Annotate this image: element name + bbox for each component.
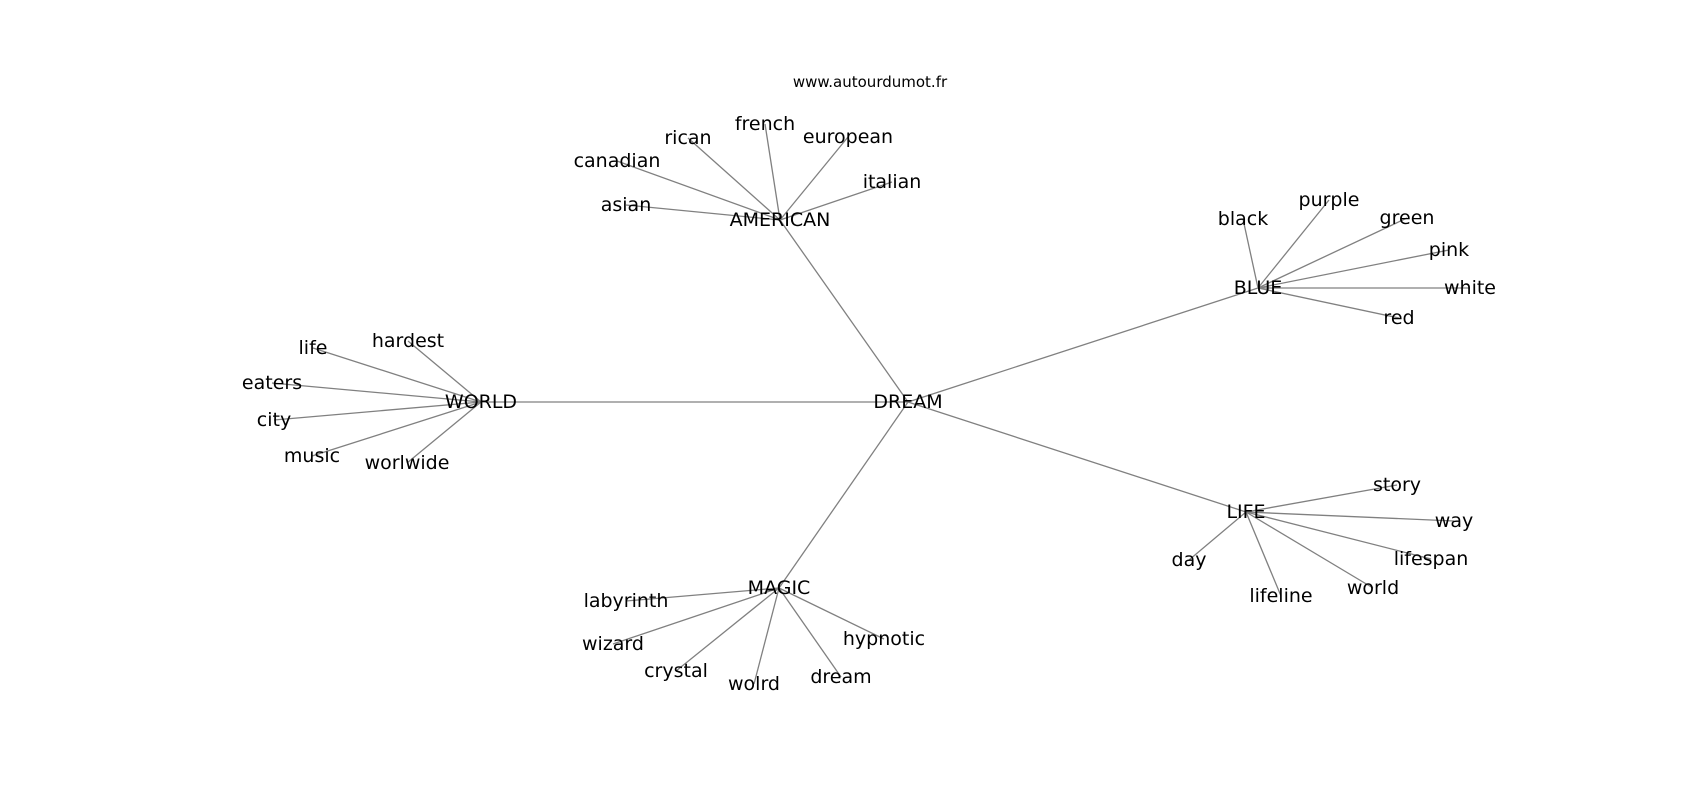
edge-life-day: [1188, 511, 1247, 561]
leaf-node-canadian: canadian: [574, 150, 661, 172]
edge-magic-wolrd: [753, 587, 780, 685]
leaf-node-asian: asian: [601, 194, 652, 216]
hub-node-world: WORLD: [445, 391, 517, 413]
graph-labels: www.autourdumot.fr AMERICAN asian canadian…: [242, 73, 1496, 695]
edge-blue-purple: [1257, 199, 1330, 289]
leaf-node-labyrinth: labyrinth: [584, 590, 669, 612]
leaf-node-french: french: [735, 113, 795, 135]
leaf-node-day: day: [1172, 549, 1207, 571]
edge-dream-magic: [778, 401, 909, 589]
graph-edges: [271, 123, 1470, 685]
leaf-node-european: european: [803, 126, 893, 148]
leaf-node-lifespan: lifespan: [1394, 548, 1469, 570]
leaf-node-red: red: [1383, 307, 1414, 329]
edge-world-worlwide: [406, 401, 482, 464]
edge-life-way: [1245, 511, 1455, 522]
leaf-node-crystal: crystal: [644, 660, 708, 682]
leaf-node-green: green: [1380, 207, 1435, 229]
leaf-node-lifeline: lifeline: [1249, 585, 1312, 607]
edge-magic-wizard: [612, 587, 780, 645]
edge-magic-hypnotic: [778, 587, 885, 640]
hub-node-blue: BLUE: [1234, 277, 1283, 299]
edge-blue-green: [1257, 217, 1408, 289]
edge-dream-blue: [907, 287, 1259, 403]
edge-world-eaters: [271, 382, 482, 403]
hub-node-magic: MAGIC: [748, 577, 811, 599]
edge-blue-black: [1242, 218, 1259, 289]
edge-blue-red: [1257, 287, 1400, 319]
leaf-node-hardest: hardest: [372, 330, 444, 352]
edge-life-lifespan: [1245, 511, 1432, 560]
leaf-node-eaters: eaters: [242, 372, 302, 394]
edge-american-asian: [625, 204, 781, 221]
leaf-node-wolrd: wolrd: [728, 673, 780, 695]
leaf-node-wizard: wizard: [582, 633, 644, 655]
watermark-label: www.autourdumot.fr: [793, 73, 948, 91]
leaf-node-rican: rican: [664, 127, 711, 149]
edge-american-rican: [687, 137, 781, 221]
leaf-node-pink: pink: [1429, 239, 1469, 261]
edge-magic-dream: [778, 587, 842, 678]
edge-american-european: [779, 136, 849, 221]
edge-world-hardest: [407, 340, 482, 403]
edge-life-story: [1245, 484, 1398, 513]
edge-world-city: [273, 401, 482, 421]
leaf-node-worlwide: worlwide: [365, 452, 450, 474]
leaf-node-story: story: [1373, 474, 1421, 496]
edge-dream-american: [779, 219, 909, 403]
center-node: DREAM: [873, 391, 942, 413]
leaf-node-world: world: [1347, 577, 1399, 599]
edge-world-music: [311, 401, 482, 457]
edge-life-world: [1245, 511, 1374, 589]
edge-american-canadian: [616, 160, 781, 221]
leaf-node-dream: dream: [810, 666, 871, 688]
leaf-node-music: music: [284, 445, 340, 467]
leaf-node-black: black: [1218, 208, 1268, 230]
edge-blue-pink: [1257, 249, 1450, 289]
hub-node-life: LIFE: [1226, 501, 1265, 523]
leaf-node-purple: purple: [1299, 189, 1360, 211]
edge-american-french: [764, 123, 781, 221]
leaf-node-way: way: [1435, 510, 1473, 532]
leaf-node-italian: italian: [863, 171, 922, 193]
edge-dream-life: [907, 401, 1247, 513]
edge-american-italian: [779, 181, 893, 221]
edge-magic-crystal: [675, 587, 780, 672]
leaf-node-white: white: [1444, 277, 1496, 299]
leaf-node-life: life: [299, 337, 328, 359]
edge-life-lifeline: [1245, 511, 1282, 597]
leaf-node-city: city: [257, 409, 291, 431]
leaf-node-hypnotic: hypnotic: [843, 628, 925, 650]
edge-magic-labyrinth: [625, 587, 780, 602]
edge-world-life: [312, 347, 482, 403]
hub-node-american: AMERICAN: [730, 209, 831, 231]
